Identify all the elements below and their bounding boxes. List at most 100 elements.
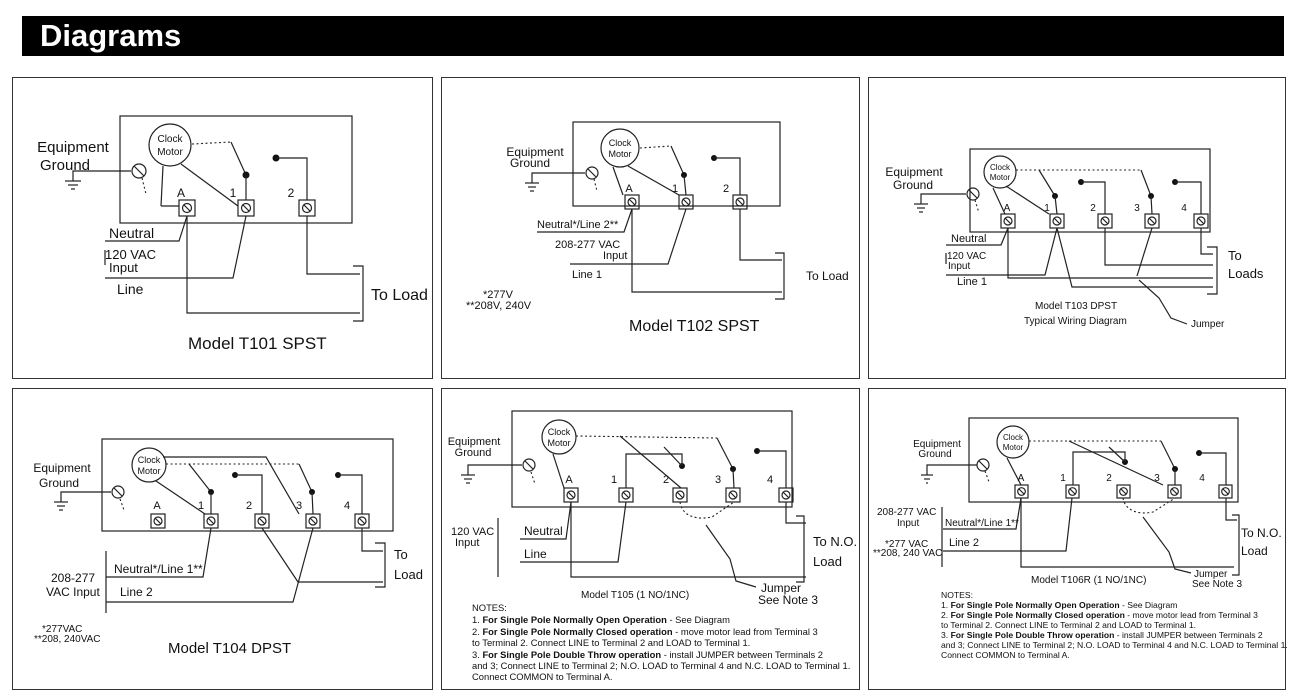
ground-screw-icon: [522, 458, 536, 472]
diagram-panel-t103: Clock Motor Equipment Ground A 1 2 3 4 N…: [868, 77, 1286, 379]
model-title: Model T102 SPST: [629, 318, 760, 335]
wiring-diagram-t101: Clock Motor Equipment Ground A 1 2 Neutr…: [37, 115, 428, 353]
to-load-label: To N.O.: [813, 534, 857, 549]
ground-screw-icon: [131, 163, 147, 179]
terminal-label: 3: [715, 474, 721, 486]
jumper-label: See Note 3: [1192, 579, 1242, 590]
model-title: Model T103 DPST: [1035, 301, 1117, 312]
diagram-panel-t105: Clock Motor Equipment Ground A 1 2 3 4 1…: [441, 388, 860, 690]
line-label: Line 2: [949, 537, 979, 549]
terminal-icon: [1116, 484, 1131, 499]
ground-icon: [525, 172, 585, 192]
ground-screw-icon: [111, 485, 125, 499]
terminal-label: 2: [1090, 203, 1096, 214]
to-load-label: Load: [394, 567, 423, 582]
terminal-icon: [725, 487, 741, 503]
terminal-label: 2: [246, 500, 252, 512]
terminal-icon: [678, 194, 694, 210]
vac-input-label: 120 VAC: [105, 247, 156, 262]
equipment-ground-label: Equipment: [37, 139, 110, 156]
svg-text:1. For Single Pole Normally Op: 1. For Single Pole Normally Open Operati…: [472, 614, 730, 625]
terminal-icon: [1065, 484, 1080, 499]
notes-block: NOTES: 1. For Single Pole Normally Open …: [472, 602, 850, 682]
line-label: Line: [117, 281, 144, 297]
vac-input-label: 208-277 VAC: [877, 507, 936, 518]
voltage-note: *277V: [483, 289, 514, 301]
terminal-icon: [254, 513, 270, 529]
ground-icon: [921, 464, 977, 484]
model-title: Model T101 SPST: [188, 334, 327, 353]
wiring-diagram-t106r: Clock Motor Equipment Ground A 1 2 3 4 2…: [873, 417, 1287, 660]
jumper-label: See Note 3: [758, 593, 818, 607]
terminal-icon: [1000, 213, 1016, 229]
terminal-label: 4: [767, 474, 773, 486]
jumper-label: Jumper: [1194, 569, 1228, 580]
terminal-icon: [305, 513, 321, 529]
voltage-note: **208V, 240V: [466, 300, 532, 312]
terminal-label: 1: [1060, 473, 1066, 484]
terminal-label: A: [1018, 473, 1025, 484]
wiring-diagram-t103: Clock Motor Equipment Ground A 1 2 3 4 N…: [885, 148, 1264, 330]
clock-motor-label: Motor: [137, 466, 160, 476]
ground-icon: [914, 193, 966, 213]
terminal-icon: [1097, 213, 1113, 229]
line-label: Line: [524, 547, 547, 561]
terminal-icon: [178, 199, 196, 217]
equipment-ground-label: Ground: [40, 157, 90, 174]
wiring-diagram-t104: Clock Motor Equipment Ground A 1 2 3 4 N…: [33, 438, 423, 657]
vac-input-label: Input: [897, 518, 919, 529]
clock-motor-label: Clock: [609, 138, 632, 148]
neutral-label: Neutral*/Line 1**: [114, 562, 203, 576]
terminal-icon: [1193, 213, 1209, 229]
terminal-icon: [618, 487, 634, 503]
line-label: Line 1: [957, 276, 987, 288]
notes-heading: NOTES:: [472, 602, 507, 613]
neutral-label: Neutral: [951, 233, 986, 245]
ground-screw-icon: [966, 187, 980, 201]
equipment-ground-label: Equipment: [448, 436, 501, 448]
equipment-ground-label: Ground: [918, 449, 951, 460]
terminal-label: 2: [723, 183, 729, 195]
line-label: Line 2: [120, 585, 153, 599]
equipment-ground-label: Equipment: [506, 145, 564, 159]
vac-input-label: 208-277 VAC: [555, 239, 620, 251]
terminal-icon: [563, 487, 579, 503]
terminal-label: A: [625, 183, 633, 195]
wiring-diagram-t102: Clock Motor Equipment Ground A 1 2 Neutr…: [466, 121, 849, 335]
terminal-icon: [672, 487, 688, 503]
clock-motor-label: Motor: [1003, 443, 1024, 452]
svg-text:Connect COMMON to Terminal A.: Connect COMMON to Terminal A.: [472, 671, 613, 682]
clock-motor-label: Clock: [548, 427, 571, 437]
clock-motor-label: Motor: [608, 149, 631, 159]
terminal-label: 4: [1181, 203, 1187, 214]
diagram-panel-t101: Clock Motor Equipment Ground A 1 2 Neutr…: [12, 77, 433, 379]
terminal-label: 2: [288, 186, 295, 200]
to-load-label: To Load: [806, 269, 849, 283]
terminal-label: 1: [611, 474, 617, 486]
terminal-label: 4: [1199, 473, 1205, 484]
terminal-label: 1: [1044, 203, 1050, 214]
vac-input-label: 120 VAC: [451, 526, 494, 538]
terminal-label: 1: [198, 500, 204, 512]
svg-text:3. For Single Pole Double Thro: 3. For Single Pole Double Throw operatio…: [941, 630, 1263, 640]
svg-text:Connect COMMON to Terminal A.: Connect COMMON to Terminal A.: [941, 650, 1070, 660]
svg-text:1. For Single Pole Normally Op: 1. For Single Pole Normally Open Operati…: [941, 600, 1177, 610]
vac-input-label: Input: [455, 537, 479, 549]
page-title: Diagrams: [40, 18, 182, 53]
clock-motor-label: Clock: [157, 134, 183, 145]
to-loads-label: Loads: [1228, 266, 1264, 281]
clock-motor-label: Motor: [157, 147, 183, 158]
terminal-label: 2: [1106, 473, 1112, 484]
terminal-icon: [624, 194, 640, 210]
jumper-label: Jumper: [1191, 319, 1225, 330]
ground-screw-icon: [976, 458, 990, 472]
svg-text:to Terminal 2. Connect LINE to: to Terminal 2. Connect LINE to Terminal …: [472, 637, 750, 648]
terminal-label: A: [177, 186, 185, 200]
terminal-label: 3: [1154, 473, 1160, 484]
terminal-label: 3: [296, 500, 302, 512]
page-header: Diagrams: [22, 16, 1284, 56]
terminal-icon: [1218, 484, 1233, 499]
equipment-ground-label: Ground: [455, 447, 492, 459]
neutral-label: Neutral: [109, 225, 154, 241]
clock-motor-label: Clock: [1003, 433, 1024, 442]
